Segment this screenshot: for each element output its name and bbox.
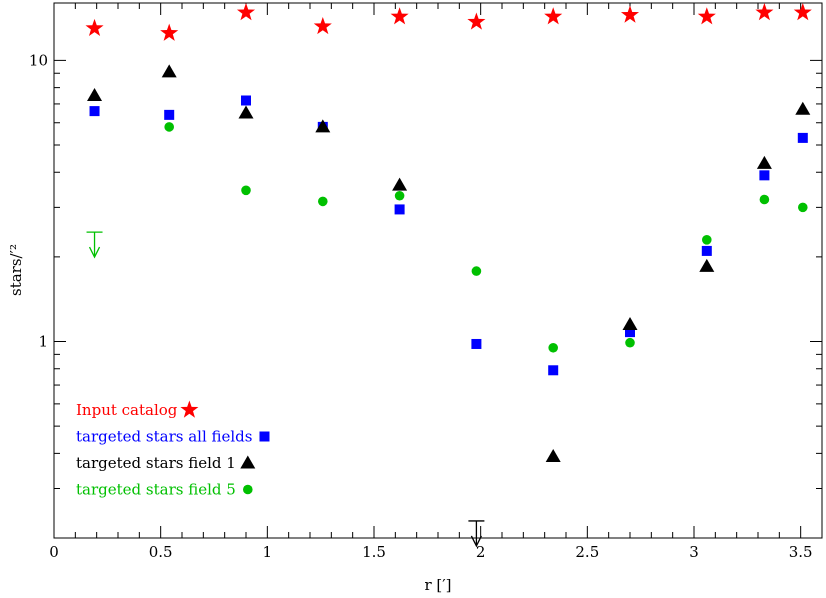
data-point	[548, 365, 559, 376]
legend-marker	[242, 484, 253, 495]
y-axis-title: stars/′²	[7, 244, 25, 296]
legend: Input catalog targeted stars all fields ta…	[76, 400, 270, 499]
data-point	[238, 105, 254, 119]
data-point	[318, 196, 328, 207]
data-point	[392, 177, 408, 191]
series-star	[85, 3, 812, 41]
data-point	[471, 266, 482, 276]
data-point	[241, 185, 251, 196]
data-point	[164, 109, 175, 120]
data-point	[85, 18, 104, 37]
x-tick-label: 2	[476, 543, 486, 561]
x-axis-title: r [′]	[424, 576, 451, 594]
data-point	[87, 88, 103, 102]
data-point	[756, 155, 772, 169]
data-point	[161, 64, 177, 78]
data-point	[759, 194, 770, 205]
data-point	[697, 7, 716, 25]
legend-label: targeted stars field 5	[76, 481, 236, 499]
data-point	[755, 3, 774, 21]
data-point	[795, 101, 811, 115]
legend-label: targeted stars all fields	[76, 428, 252, 446]
x-tick-label: 1.5	[362, 543, 386, 561]
x-tick-label: 0	[49, 543, 59, 561]
x-tick-label: 2.5	[575, 543, 599, 561]
data-point	[390, 7, 409, 25]
data-point	[467, 12, 486, 30]
data-point	[315, 119, 331, 133]
legend-item: targeted stars field 5	[76, 481, 253, 499]
upper-limit-marker	[468, 520, 485, 548]
data-point	[394, 190, 405, 201]
legend-label: Input catalog	[76, 401, 178, 419]
data-point	[471, 338, 482, 349]
data-point	[759, 170, 770, 181]
data-point	[241, 95, 251, 106]
x-tick-label: 3.5	[789, 543, 813, 561]
data-point	[702, 235, 712, 245]
axis-ticks	[53, 3, 823, 539]
legend-label: targeted stars field 1	[76, 454, 236, 472]
legend-marker	[240, 455, 256, 469]
data-point	[160, 23, 179, 41]
upper-limit-arrowhead	[88, 246, 101, 259]
y-tick-label: 1	[38, 333, 48, 351]
legend-item: targeted stars field 1	[76, 454, 256, 472]
data-point	[164, 122, 174, 132]
data-point	[793, 3, 812, 21]
x-tick-label: 0.5	[149, 543, 173, 561]
data-point	[394, 204, 405, 215]
data-point	[548, 342, 558, 353]
x-tick-label: 3	[689, 543, 699, 561]
axis-tick-labels: 0 0.5 1 1.5 2 2.5 3 3.5 1 10	[29, 51, 813, 561]
series-square	[89, 95, 808, 376]
x-tick-label: 1	[263, 543, 273, 561]
legend-marker	[259, 431, 270, 442]
data-point	[625, 327, 635, 338]
series-triangle	[87, 64, 811, 548]
upper-limit-arrowhead	[470, 535, 482, 548]
data-point	[798, 202, 808, 213]
data-point	[236, 3, 256, 21]
data-point	[544, 7, 563, 25]
data-point	[625, 337, 635, 348]
data-point	[620, 5, 640, 23]
data-point	[797, 132, 808, 143]
data-point	[313, 16, 332, 35]
data-point	[89, 106, 100, 117]
y-tick-label: 10	[29, 51, 48, 69]
series-circle	[86, 122, 808, 353]
data-markers	[85, 3, 812, 548]
legend-item: Input catalog	[76, 400, 199, 419]
data-point	[545, 448, 561, 462]
data-point	[701, 245, 712, 256]
data-point	[699, 258, 715, 272]
data-point	[622, 316, 638, 330]
upper-limit-marker	[86, 231, 103, 259]
legend-marker	[180, 400, 199, 418]
legend-item: targeted stars all fields	[76, 428, 270, 446]
